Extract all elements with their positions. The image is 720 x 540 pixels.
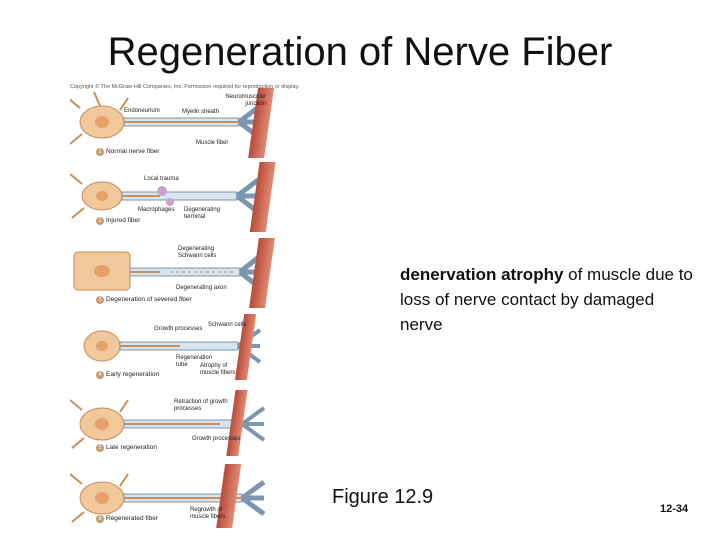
label-muscle-fiber: Muscle fiber — [196, 140, 229, 146]
label-regeneration-tube: Regeneration tube — [176, 355, 213, 368]
nerve-regeneration-figure: Endoneurium Neuromuscular junction Myeli… — [67, 88, 300, 528]
label-growth-processes: Growth processes — [154, 326, 203, 332]
label-retraction-of-growth-processes: Retraction of growth processes — [174, 399, 228, 412]
slide-title: Regeneration of Nerve Fiber — [107, 30, 613, 74]
label-degenerating-terminal: Degenerating terminal — [184, 207, 221, 220]
label-local-trauma: Local trauma — [144, 176, 179, 182]
label-degenerating-axon: Degenerating axon — [176, 285, 227, 291]
label-myelin-sheath: Myelin sheath — [182, 109, 220, 115]
copyright-notice: Copyright © The McGraw-Hill Companies, I… — [70, 84, 300, 90]
label-atrophy-of-muscle-fibers: Atrophy of muscle fibers — [200, 363, 236, 376]
stage-1-drawing — [67, 88, 274, 158]
denervation-atrophy-note: denervation atrophy of muscle due to los… — [400, 262, 700, 337]
label-growth-processes-late: Growth processes — [192, 436, 241, 442]
label-regrowth-of-muscle-fibers: Regrowth of muscle fibers — [190, 507, 226, 520]
stage-2-drawing — [69, 162, 276, 232]
stage-4-drawing — [83, 314, 262, 380]
label-neuromuscular-junction: Neuromuscular junction — [225, 94, 266, 107]
note-text: of muscle due to loss of nerve contact b… — [400, 265, 693, 334]
label-degenerating-schwann-cells: Degenerating Schwann cells — [178, 246, 217, 259]
label-schwann-cells: Schwann cells — [208, 322, 247, 328]
slide-number: 12-34 — [660, 503, 689, 515]
stage-3-drawing — [73, 238, 275, 308]
stage-5-drawing — [69, 390, 266, 456]
figure-caption: Figure 12.9 — [332, 486, 434, 508]
label-endoneurium: Endoneurium — [124, 108, 160, 114]
stage-6-drawing — [69, 464, 266, 528]
note-term: denervation atrophy — [400, 265, 564, 284]
nerve-regeneration-illustration — [67, 88, 276, 528]
label-macrophages: Macrophages — [138, 207, 175, 213]
